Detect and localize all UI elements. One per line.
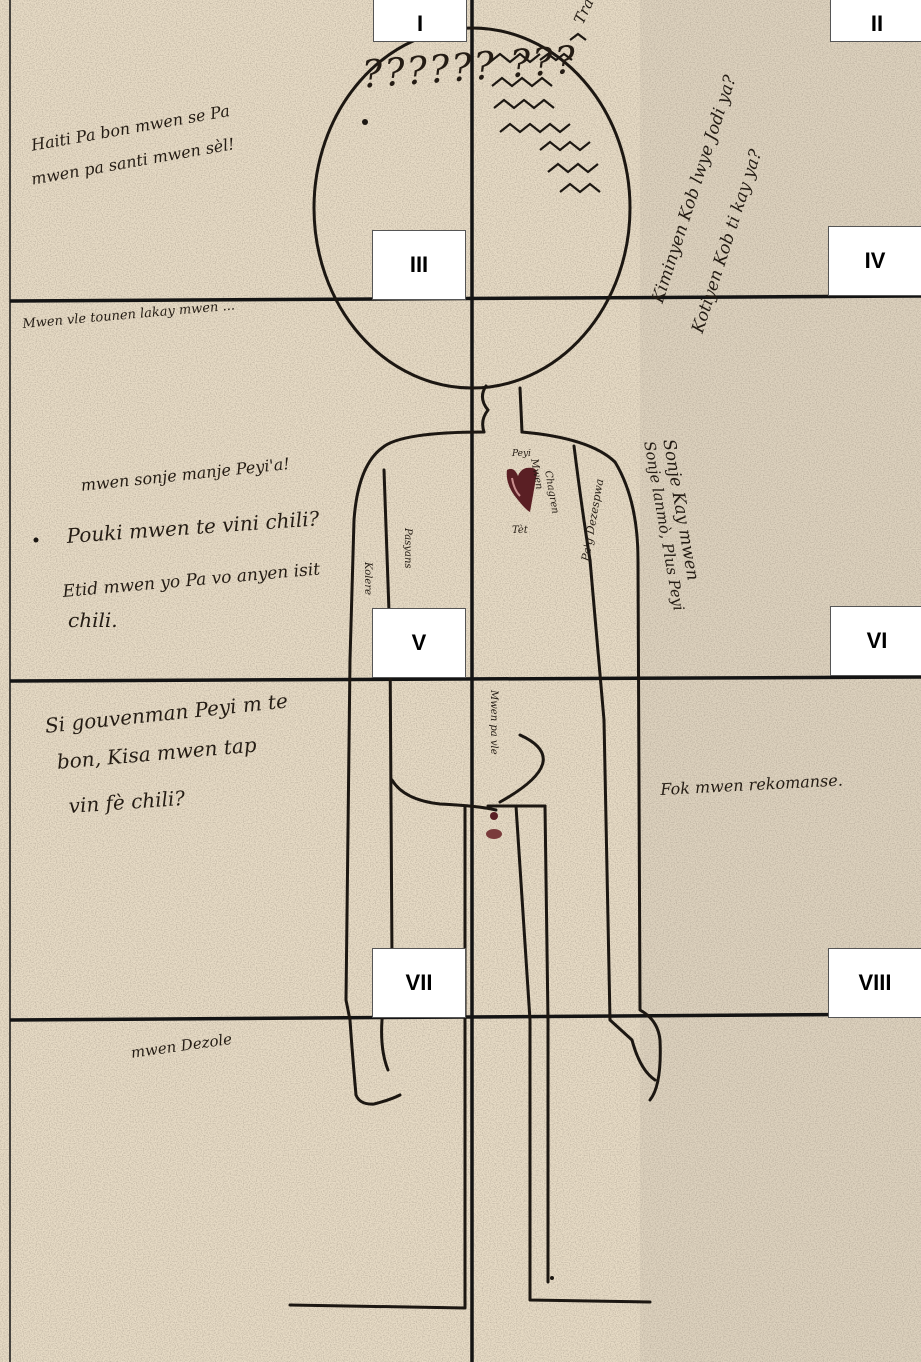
label-belly: Mwen pa vle — [488, 690, 498, 755]
heart-label-tet: Tèt — [512, 526, 528, 536]
bullet-dot — [34, 538, 39, 543]
label-left-arm: Kolere — [362, 562, 372, 595]
quadrant-label-iv: IV — [828, 226, 921, 296]
heart-label-peyi: Peyi — [512, 450, 531, 459]
note-etid-2: chili. — [68, 610, 118, 630]
navel-dot — [490, 812, 498, 820]
head-dot — [362, 119, 368, 125]
quadrant-label-iii: III — [372, 230, 466, 300]
navel — [486, 829, 502, 839]
quadrant-label-ii: II — [830, 0, 921, 42]
label-left-arm-2: Pasyans — [402, 528, 412, 569]
leg-dot — [550, 1276, 554, 1280]
quadrant-label-vi: VI — [830, 606, 921, 676]
quadrant-label-i: I — [373, 0, 467, 42]
quadrant-label-viii: VIII — [828, 948, 921, 1018]
quadrant-label-v: V — [372, 608, 466, 678]
quadrant-label-vii: VII — [372, 948, 466, 1018]
